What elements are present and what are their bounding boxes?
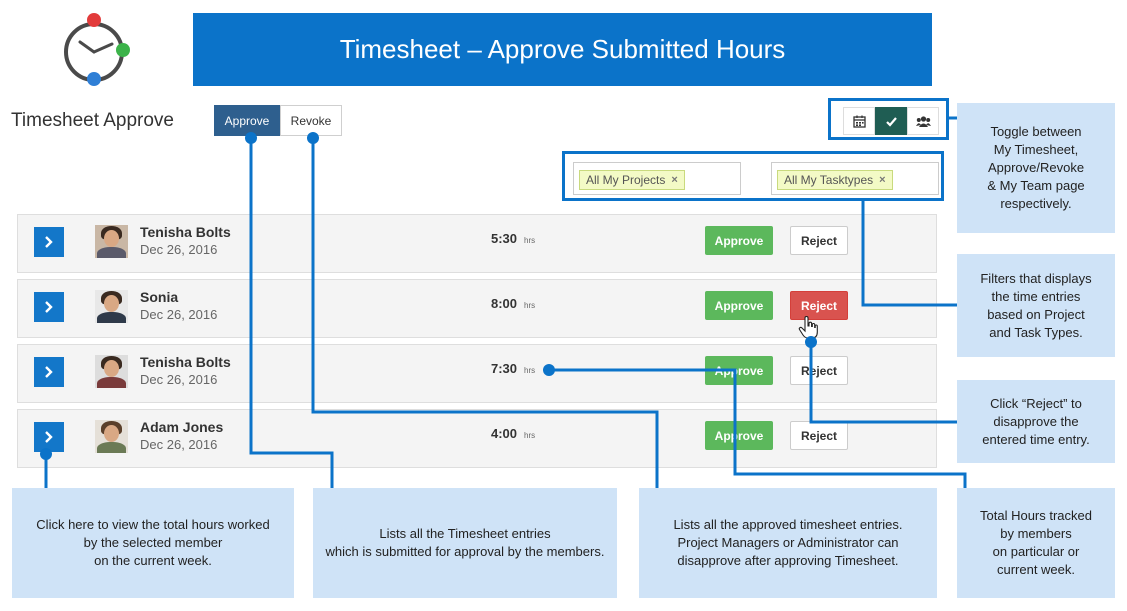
- approve-button[interactable]: Approve: [705, 226, 773, 255]
- member-name: Tenisha Bolts: [140, 224, 231, 240]
- reject-button[interactable]: Reject: [790, 291, 848, 320]
- chevron-right-icon: [45, 301, 53, 313]
- callout-total-hours: Total Hours tracked by members on partic…: [957, 488, 1115, 598]
- hours-unit: hrs: [524, 431, 536, 440]
- callout-lists-approved: Lists all the approved timesheet entries…: [639, 488, 937, 598]
- callout-reject: Click “Reject” to disapprove the entered…: [957, 380, 1115, 463]
- entry-date: Dec 26, 2016: [140, 372, 218, 387]
- hours-unit: hrs: [524, 301, 536, 310]
- reject-button[interactable]: Reject: [790, 356, 848, 385]
- approve-button[interactable]: Approve: [705, 291, 773, 320]
- my-team-view-button[interactable]: [907, 107, 939, 135]
- remove-tasktype-filter-icon[interactable]: ×: [879, 174, 886, 186]
- remove-project-filter-icon[interactable]: ×: [671, 174, 678, 186]
- entry-date: Dec 26, 2016: [140, 242, 218, 257]
- expand-row-button[interactable]: [34, 227, 64, 257]
- entry-hours: 8:00: [491, 296, 518, 311]
- reject-button[interactable]: Reject: [790, 421, 848, 450]
- chevron-right-icon: [45, 236, 53, 248]
- page-banner: Timesheet – Approve Submitted Hours: [193, 13, 932, 86]
- team-icon: [915, 115, 931, 127]
- calendar-icon: [852, 115, 866, 128]
- entry-hours: 4:00: [491, 426, 518, 441]
- app-logo-clock-icon: [64, 13, 130, 86]
- avatar: [95, 355, 128, 388]
- chevron-right-icon: [45, 366, 53, 378]
- expand-row-button[interactable]: [34, 357, 64, 387]
- callout-lists-submitted: Lists all the Timesheet entries which is…: [313, 488, 617, 598]
- member-name: Sonia: [140, 289, 179, 305]
- timesheet-entry-row: Adam Jones Dec 26, 2016 4:00 hrs Approve…: [17, 409, 937, 468]
- avatar: [95, 420, 128, 453]
- expand-row-button[interactable]: [34, 422, 64, 452]
- project-filter-tag: All My Projects ×: [579, 170, 685, 190]
- entry-date: Dec 26, 2016: [140, 437, 218, 452]
- hours-unit: hrs: [524, 366, 536, 375]
- timesheet-entry-row: Tenisha Bolts Dec 26, 2016 7:30 hrs Appr…: [17, 344, 937, 403]
- check-icon: [885, 116, 897, 127]
- timesheet-entry-row: Sonia Dec 26, 2016 8:00 hrs Approve Reje…: [17, 279, 937, 338]
- callout-filters: Filters that displays the time entries b…: [957, 254, 1115, 357]
- entry-date: Dec 26, 2016: [140, 307, 218, 322]
- approve-revoke-view-button[interactable]: [875, 107, 907, 135]
- filter-panel: All My Projects × All My Tasktypes ×: [562, 151, 944, 201]
- timesheet-entry-row: Tenisha Bolts Dec 26, 2016 5:30 hrs Appr…: [17, 214, 937, 273]
- tasktype-filter-tag: All My Tasktypes ×: [777, 170, 893, 190]
- approve-mode-button[interactable]: Approve: [214, 105, 280, 136]
- view-switcher: [828, 98, 949, 140]
- entry-hours: 7:30: [491, 361, 518, 376]
- project-filter-label: All My Projects: [586, 173, 666, 187]
- entry-hours: 5:30: [491, 231, 518, 246]
- avatar: [95, 290, 128, 323]
- member-name: Tenisha Bolts: [140, 354, 231, 370]
- tasktype-filter-input[interactable]: All My Tasktypes ×: [771, 162, 939, 195]
- page-title: Timesheet Approve: [11, 110, 174, 131]
- approve-button[interactable]: Approve: [705, 421, 773, 450]
- approve-button[interactable]: Approve: [705, 356, 773, 385]
- hours-unit: hrs: [524, 236, 536, 245]
- my-timesheet-view-button[interactable]: [843, 107, 875, 135]
- callout-expand: Click here to view the total hours worke…: [12, 488, 294, 598]
- banner-title: Timesheet – Approve Submitted Hours: [339, 34, 786, 64]
- revoke-mode-button[interactable]: Revoke: [280, 105, 342, 136]
- hand-cursor-icon: [798, 316, 818, 339]
- expand-row-button[interactable]: [34, 292, 64, 322]
- callout-toggle: Toggle between My Timesheet, Approve/Rev…: [957, 103, 1115, 233]
- reject-button[interactable]: Reject: [790, 226, 848, 255]
- project-filter-input[interactable]: All My Projects ×: [573, 162, 741, 195]
- tasktype-filter-label: All My Tasktypes: [784, 173, 874, 187]
- chevron-right-icon: [45, 431, 53, 443]
- avatar: [95, 225, 128, 258]
- member-name: Adam Jones: [140, 419, 224, 435]
